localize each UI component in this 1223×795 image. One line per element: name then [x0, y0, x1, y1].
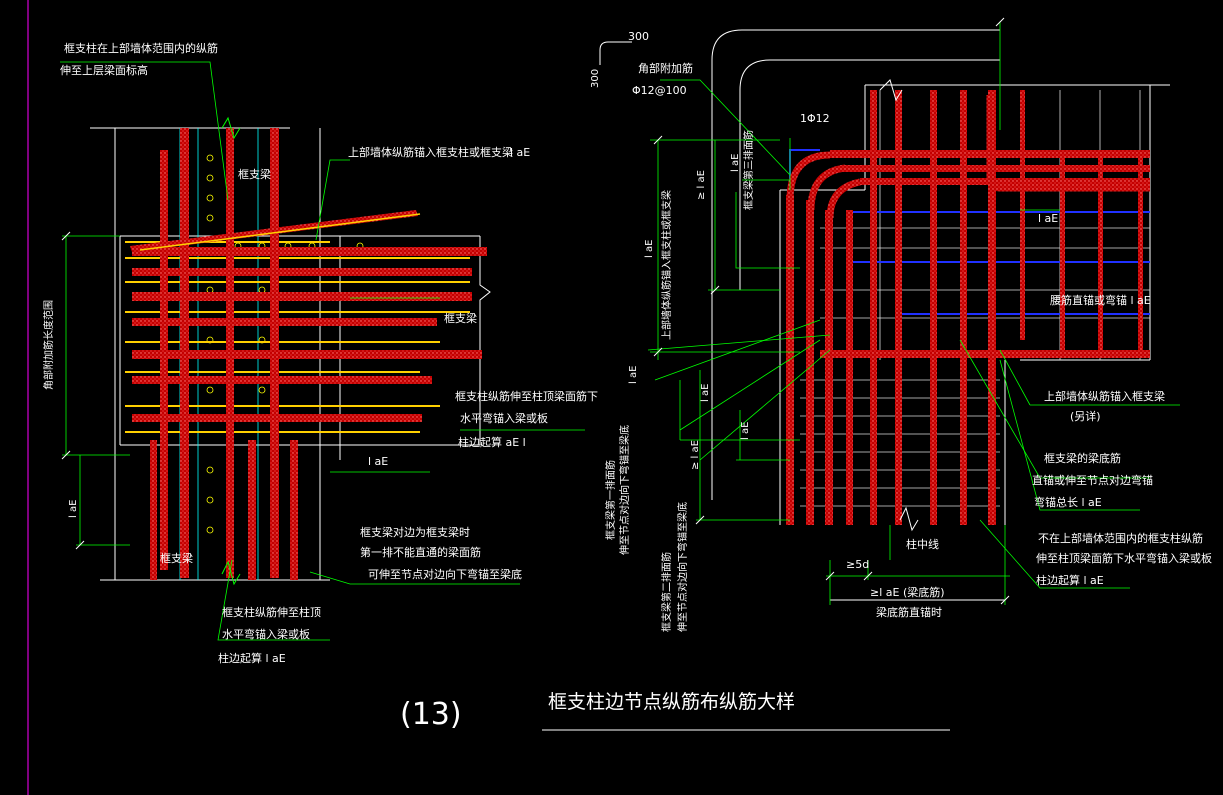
right-break-top — [879, 79, 903, 102]
right-blue-bars — [789, 149, 1150, 315]
right-label-waist: 腰筋直锚或弯锚 l aE — [1050, 293, 1151, 307]
left-label-bottom-3: 柱边起算 l aE — [218, 651, 286, 665]
right-dim-ticks — [653, 17, 1010, 605]
right-label-center: 柱中线 — [906, 537, 939, 551]
right-label-corner-1: 角部附加筋 — [638, 61, 693, 75]
left-label-bottom-2: 水平弯锚入梁或板 — [222, 627, 310, 641]
right-dim-300-side: 300 — [590, 69, 601, 88]
right-label-ge-lae: ≥l aE (梁底筋) — [870, 585, 945, 599]
right-label-corner-2: Φ12@100 — [632, 84, 687, 97]
right-label-wall-beam-1: 上部墙体纵筋锚入框支梁 — [1044, 389, 1165, 403]
left-label-column: 框支梁 — [160, 551, 193, 565]
left-beam-bars — [132, 247, 487, 422]
right-label-v-lae3: l aE — [628, 366, 639, 384]
left-label-first-row-1: 框支梁对边为框支梁时 — [360, 525, 470, 539]
right-label-v-beam-first: 框支梁第三排面筋 — [742, 130, 755, 210]
right-detail: 300 300 角部附加筋 Φ12@100 1Φ12 l aE ≥ l aE 框… — [590, 17, 1212, 632]
left-label-col-top-3: 柱边起算 aE l — [458, 435, 526, 449]
left-label-top-2: 伸至上层梁面标高 — [60, 63, 148, 77]
right-label-not-in-3: 柱边起算 l aE — [1036, 573, 1104, 587]
right-label-5d: ≥5d — [846, 558, 869, 571]
left-label-col-top-2: 水平弯锚入梁或板 — [460, 411, 548, 425]
left-label-vertical: 角部附加筋长度范围 — [42, 300, 55, 390]
right-label-wall-beam-2: (另详) — [1070, 409, 1101, 423]
left-label-wall-anchor: 上部墙体纵筋锚入框支柱或框支梁 — [348, 145, 513, 159]
left-column-break-bottom — [221, 560, 241, 586]
right-break-bottom — [899, 506, 919, 532]
right-label-v-lae5: l aE — [740, 422, 751, 440]
left-leaders — [60, 61, 585, 641]
right-label-not-in-1: 不在上部墙体范围内的框支柱纵筋 — [1038, 531, 1203, 545]
left-label-first-row-3: 可伸至节点对边向下弯锚至梁底 — [368, 567, 522, 581]
right-label-v-lae-top: l aE — [730, 154, 741, 172]
right-label-v-second-bot-2: 伸至节点对边向下弯锚至梁底 — [676, 502, 689, 632]
caption-title: 框支柱边节点纵筋布纵筋大样 — [548, 691, 795, 713]
left-label-beam-upper: 框支梁 — [238, 167, 271, 181]
right-column-bars — [786, 90, 1143, 525]
left-column-break-top — [221, 116, 241, 140]
left-detail: 框支柱在上部墙体范围内的纵筋 伸至上层梁面标高 框支梁 上部墙体纵筋锚入框支柱或… — [42, 41, 598, 665]
right-label-v-first-bot-1: 框支梁第一排面筋 — [604, 460, 617, 540]
right-label-lae-h: l aE — [1038, 212, 1058, 225]
left-label-lae-left: l aE — [68, 500, 79, 518]
right-label-bottom-bar-1: 框支梁的梁底筋 — [1044, 451, 1121, 465]
caption: (13) 框支柱边节点纵筋布纵筋大样 — [400, 691, 950, 732]
right-label-v-lae4: l aE — [700, 384, 711, 402]
right-label-v-ge-lae2: ≥ l aE — [690, 440, 701, 470]
right-label-straight: 梁底筋直锚时 — [876, 605, 942, 619]
right-label-bottom-bar-2: 直锚或伸至节点对边弯锚 — [1032, 473, 1153, 487]
right-dim-300-top: 300 — [628, 30, 649, 43]
right-label-v-ge-lae: ≥ l aE — [696, 170, 707, 200]
right-label-phi12: 1Φ12 — [800, 112, 830, 125]
right-outline — [779, 84, 1170, 601]
left-label-top-1: 框支柱在上部墙体范围内的纵筋 — [64, 41, 218, 55]
caption-number: (13) — [400, 697, 462, 732]
left-dim-ticks — [61, 231, 85, 550]
right-label-v-wall: 上部墙体纵筋锚入框支柱或框支梁 — [660, 190, 673, 340]
right-corner-bends — [599, 29, 1000, 500]
right-hooked-bars — [786, 95, 1150, 219]
left-label-beam-right: 框支梁 — [444, 311, 477, 325]
left-label-col-top-1: 框支柱纵筋伸至柱顶梁面筋下 — [455, 389, 598, 403]
right-label-not-in-2: 伸至柱顶梁面筋下水平弯锚入梁或板 — [1036, 551, 1212, 565]
left-label-lae-right: l aE — [368, 455, 388, 468]
left-label-wall-anchor-lae: l aE — [510, 146, 530, 159]
left-label-first-row-2: 第一排不能直通的梁面筋 — [360, 545, 481, 559]
right-label-v-second-bot-1: 框支梁第二排面筋 — [660, 552, 673, 632]
right-leaders — [647, 22, 1180, 605]
right-label-v-first-bot-2: 伸至节点对边向下弯锚至梁底 — [618, 425, 631, 555]
left-label-bottom-1: 框支柱纵筋伸至柱顶 — [222, 605, 321, 619]
right-label-bottom-bar-3: 弯锚总长 l aE — [1034, 495, 1102, 509]
right-label-v-lae2: l aE — [644, 240, 655, 258]
